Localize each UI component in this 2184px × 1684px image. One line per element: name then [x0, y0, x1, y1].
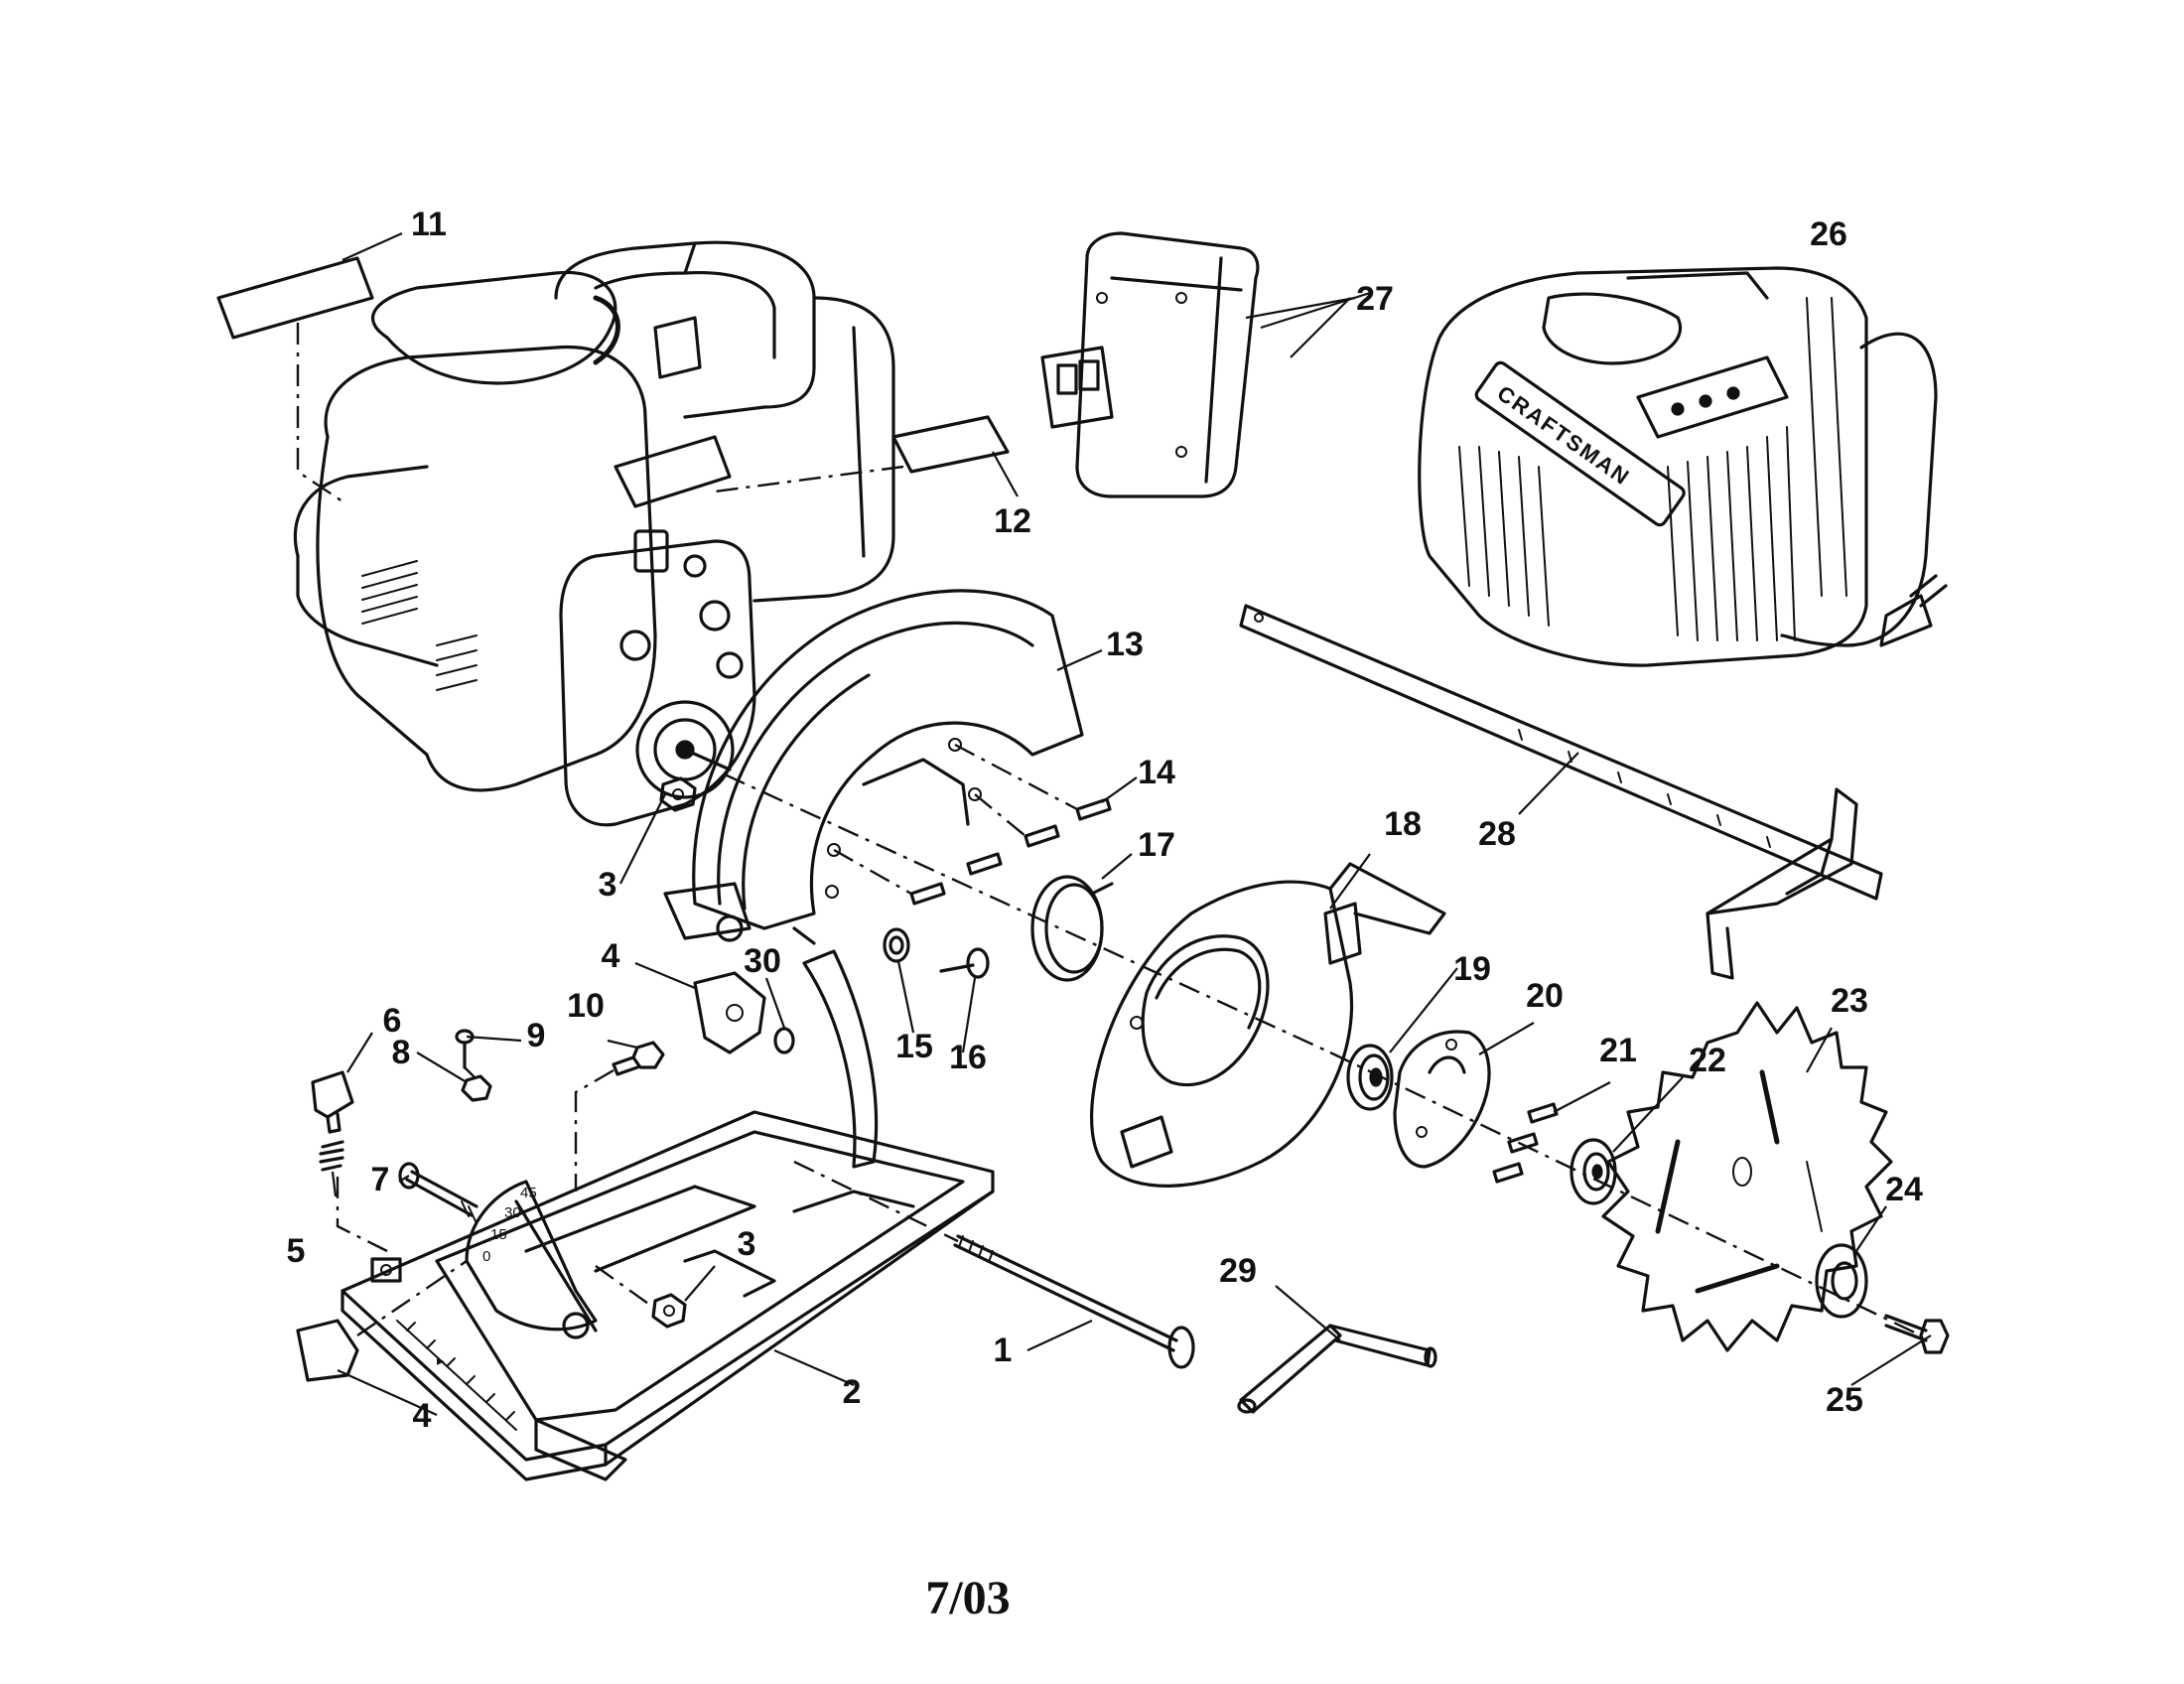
callout-7: 7	[371, 1161, 390, 1198]
outer-washer-24	[1815, 1243, 1868, 1319]
leader-lines	[331, 231, 1932, 1417]
retracting-spring	[1030, 875, 1114, 982]
assembly-line-blade	[1329, 1051, 1922, 1337]
callout-8: 8	[392, 1034, 411, 1071]
saw-motor-housing	[293, 240, 895, 827]
callout-26: 26	[1810, 215, 1847, 253]
guide-rod-1	[953, 1234, 1195, 1369]
bevel-mark-30: 30	[504, 1204, 521, 1221]
callout-20: 20	[1526, 977, 1564, 1015]
callout-9: 9	[527, 1017, 546, 1054]
assembly-line-14c	[833, 848, 912, 896]
washer-30	[773, 1027, 795, 1054]
bevel-mark-45: 45	[520, 1185, 537, 1201]
callout-11: 11	[411, 206, 447, 243]
bevel-mark-0: 0	[482, 1248, 490, 1265]
callout-19: 19	[1453, 950, 1491, 988]
bevel-knob-6	[311, 1070, 354, 1134]
assembly-line-14b	[974, 793, 1026, 837]
callout-27: 27	[1356, 280, 1394, 318]
callout-17: 17	[1138, 826, 1175, 864]
callout-16: 16	[949, 1039, 987, 1076]
callout-1: 1	[994, 1332, 1013, 1369]
callout-24: 24	[1885, 1171, 1923, 1208]
callout-6: 6	[383, 1002, 402, 1040]
assembly-line-1	[793, 1160, 959, 1243]
bushing-15	[883, 927, 910, 963]
assembly-line-11	[296, 323, 343, 502]
guard-lever-20	[1393, 1030, 1491, 1169]
depth-knob-4-upper	[693, 971, 766, 1054]
battery-charger: CRAFTSMAN	[1418, 266, 1948, 667]
screw-14-set	[909, 797, 1112, 906]
rip-fence	[1239, 604, 1883, 980]
callout-30: 30	[744, 942, 781, 980]
flange-19	[1346, 1044, 1394, 1111]
callout-2: 2	[843, 1373, 862, 1411]
callout-5: 5	[287, 1232, 306, 1270]
screw-21-set	[1492, 1102, 1559, 1184]
screw-10	[612, 1041, 665, 1076]
callout-15: 15	[895, 1028, 933, 1065]
saw-blade	[1601, 1001, 1893, 1352]
callout-4-upper: 4	[602, 937, 620, 975]
bevel-mark-15: 15	[490, 1226, 507, 1243]
callout-3-upper: 3	[599, 866, 617, 904]
hex-key	[1237, 1324, 1437, 1414]
callouts: 11 12 13 14 17 18 19 20 21 22 23 24 25 2…	[287, 206, 1923, 1435]
nut-3-lower	[651, 1293, 687, 1329]
assembly-line-9	[464, 1066, 476, 1078]
callout-4-lower: 4	[413, 1397, 432, 1435]
pivot-bolt-7	[398, 1162, 478, 1222]
spring-5	[319, 1140, 344, 1172]
svg-text:▸: ▸	[437, 1352, 445, 1369]
callout-3-lower: 3	[738, 1225, 756, 1263]
date-code: 7/03	[925, 1572, 1010, 1624]
lower-blade-guard	[1089, 862, 1446, 1188]
callout-13: 13	[1106, 626, 1144, 663]
callout-29: 29	[1219, 1252, 1257, 1290]
assembly-line-14	[954, 743, 1078, 811]
blade-bolt-25	[1884, 1314, 1950, 1354]
callout-12: 12	[994, 502, 1031, 540]
label-part-11	[216, 256, 374, 340]
assembly-line-10	[574, 1068, 614, 1192]
nut-8	[461, 1074, 492, 1102]
callout-18: 18	[1384, 805, 1422, 843]
charger-brand-text: CRAFTSMAN	[1493, 380, 1635, 491]
washer-22	[1570, 1138, 1617, 1205]
callout-23: 23	[1831, 982, 1868, 1020]
screw-16	[939, 947, 990, 979]
depth-knob-4-lower	[296, 1319, 359, 1382]
base-nut	[370, 1257, 402, 1283]
battery-pack	[1040, 231, 1260, 498]
upper-blade-guard	[663, 589, 1084, 945]
assembly-line-5	[336, 1177, 388, 1253]
bevel-quadrant: 0 15 30 45	[465, 1180, 598, 1339]
assembly-line-3	[595, 1265, 656, 1310]
callout-21: 21	[1599, 1032, 1637, 1069]
callout-22: 22	[1689, 1042, 1726, 1079]
callout-25: 25	[1826, 1381, 1863, 1419]
callout-28: 28	[1478, 815, 1516, 853]
callout-10: 10	[567, 987, 605, 1025]
callout-14: 14	[1138, 754, 1175, 791]
assembly-line-12	[714, 465, 904, 493]
assembly-line-center	[724, 772, 1331, 1054]
label-part-12	[891, 415, 1010, 474]
saw-shoe-base: ▸	[341, 949, 995, 1481]
